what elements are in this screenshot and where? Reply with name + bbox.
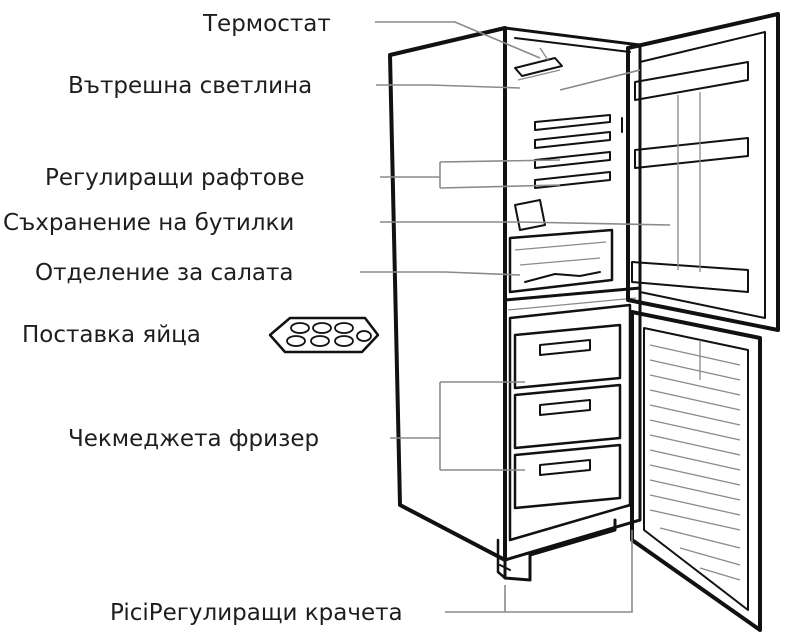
leader-thermostat — [375, 21, 541, 59]
label-freezer-drawers: Чекмеджета фризер — [68, 426, 319, 452]
label-adjustable-shelves: Регулиращи рафтове — [45, 165, 305, 191]
leader-shelves — [380, 159, 561, 189]
leader-lines — [360, 21, 671, 613]
label-thermostat: Термостат — [202, 11, 331, 37]
fridge-interior — [508, 47, 623, 294]
egg-tray-illustration — [268, 316, 380, 354]
label-adjustable-feet: PiciРегулиращи крачета — [110, 600, 403, 626]
label-interior-light: Вътрешна светлина — [68, 73, 312, 99]
freezer-door — [630, 310, 762, 632]
fridge-door — [626, 12, 780, 332]
freezer-drawers — [513, 323, 622, 510]
leader-bottles — [380, 221, 671, 226]
leader-salad — [360, 271, 521, 276]
leader-feet — [445, 530, 633, 613]
label-egg-tray: Поставка яйца — [22, 322, 201, 348]
label-salad-compartment: Отделение за салата — [35, 260, 294, 286]
label-bottle-storage: Съхранение на бутилки — [3, 210, 294, 236]
fridge-body — [388, 26, 642, 582]
leader-drawers — [390, 381, 525, 471]
leader-interior-light — [376, 69, 641, 91]
